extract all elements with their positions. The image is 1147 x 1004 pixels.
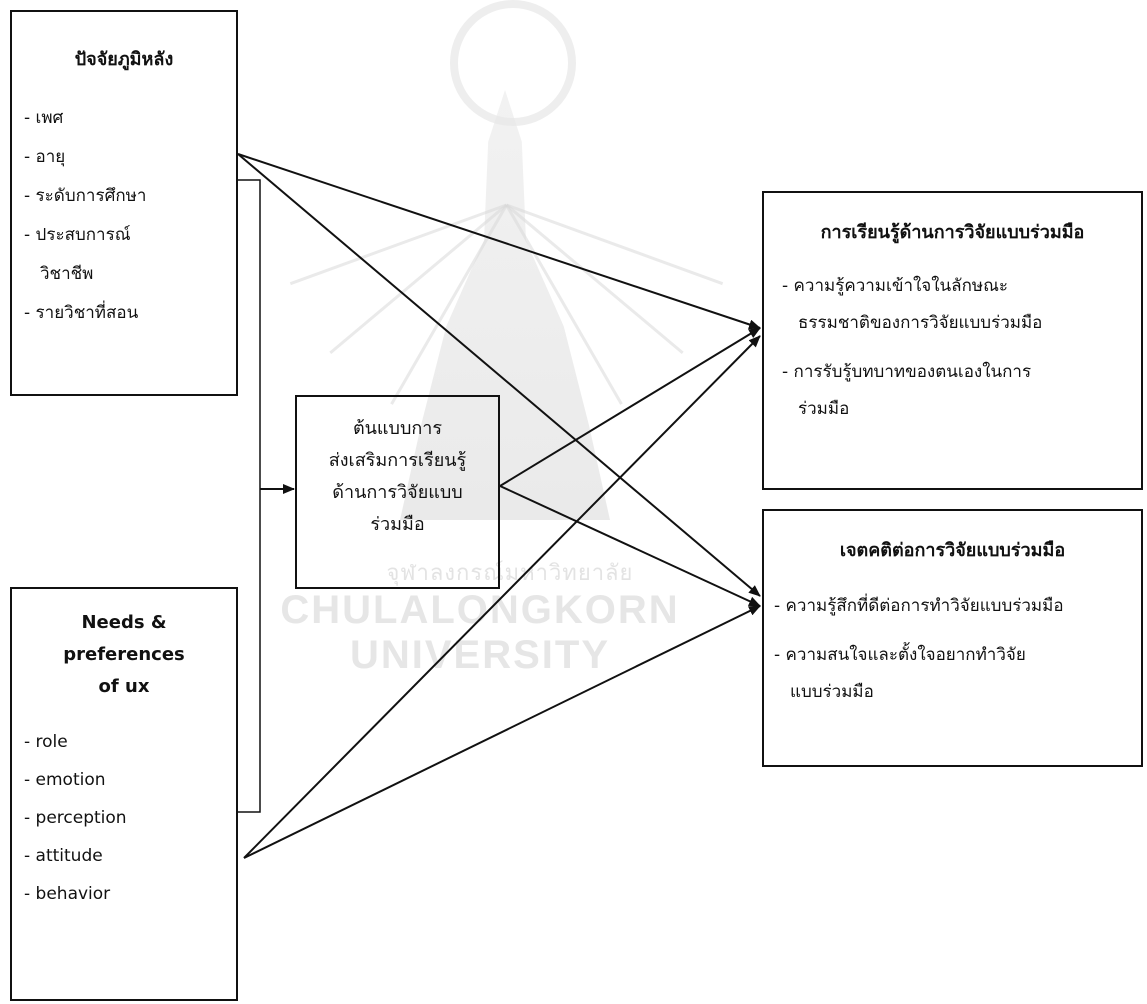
- collaborative-research-attitude-box: เจตคติต่อการวิจัยแบบร่วมมือ - ความรู้สึก…: [762, 509, 1143, 767]
- list-item-text: - ความสนใจและตั้งใจอยากทำวิจัย: [774, 645, 1026, 665]
- list-item: - เพศ: [24, 108, 64, 128]
- learning-model-box: ต้นแบบการ ส่งเสริมการเรียนรู้ ด้านการวิจ…: [295, 395, 500, 589]
- collaborative-research-learning-box: การเรียนรู้ด้านการวิจัยแบบร่วมมือ - ความ…: [762, 191, 1143, 490]
- model-text-line: ร่วมมือ: [370, 514, 425, 535]
- needs-preferences-title: Needs & preferences of ux: [24, 607, 236, 703]
- list-item: - role: [24, 732, 68, 752]
- list-item-continuation: ร่วมมือ: [798, 399, 850, 419]
- model-text-line: ส่งเสริมการเรียนรู้: [328, 450, 467, 471]
- background-factors-title: ปัจจัยภูมิหลัง: [74, 49, 174, 70]
- needs-title-line: Needs &: [81, 612, 167, 633]
- model-text-line: ต้นแบบการ: [352, 418, 443, 439]
- list-item-text: - ความรู้ความเข้าใจในลักษณะ: [782, 276, 1008, 296]
- list-item: - การรับรู้บทบาทของตนเองในการ ร่วมมือ: [782, 354, 1123, 428]
- arrow-needs-to-attitude: [243, 605, 761, 859]
- learning-list: - ความรู้ความเข้าใจในลักษณะ ธรรมชาติของก…: [782, 268, 1123, 428]
- arrow-background-to-attitude: [237, 153, 761, 597]
- list-item: - รายวิชาที่สอน: [24, 303, 139, 323]
- list-item-continuation: วิชาชีพ: [40, 264, 94, 284]
- list-item-continuation: ธรรมชาติของการวิจัยแบบร่วมมือ: [798, 313, 1043, 333]
- model-text-line: ด้านการวิจัยแบบ: [332, 482, 463, 503]
- needs-preferences-list: - role - emotion - perception - attitude…: [24, 723, 236, 913]
- list-item: - attitude: [24, 846, 103, 866]
- needs-title-line: preferences: [63, 644, 185, 665]
- arrow-model-to-learning: [499, 327, 761, 487]
- attitude-title: เจตคติต่อการวิจัยแบบร่วมมือ: [839, 540, 1066, 561]
- list-item: - ความรู้ความเข้าใจในลักษณะ ธรรมชาติของก…: [782, 268, 1123, 342]
- list-item: - ความสนใจและตั้งใจอยากทำวิจัย แบบร่วมมื…: [774, 637, 1131, 711]
- bracket-connector: [238, 179, 261, 813]
- learning-title: การเรียนรู้ด้านการวิจัยแบบร่วมมือ: [820, 222, 1085, 243]
- list-item: - perception: [24, 808, 127, 828]
- needs-title-line: of ux: [98, 676, 150, 697]
- arrow-needs-to-learning: [243, 335, 761, 859]
- list-item-continuation: แบบร่วมมือ: [790, 682, 874, 702]
- background-factors-box: ปัจจัยภูมิหลัง - เพศ - อายุ - ระดับการศึ…: [10, 10, 238, 396]
- attitude-list: - ความรู้สึกที่ดีต่อการทำวิจัยแบบร่วมมือ…: [774, 588, 1131, 711]
- list-item-text: - ความรู้สึกที่ดีต่อการทำวิจัยแบบร่วมมือ: [774, 596, 1064, 616]
- needs-preferences-box: Needs & preferences of ux - role - emoti…: [10, 587, 238, 1001]
- arrow-background-to-learning: [237, 153, 761, 330]
- list-item: - อายุ: [24, 147, 66, 167]
- list-item: - emotion: [24, 770, 106, 790]
- arrow-model-to-attitude: [499, 485, 761, 607]
- list-item-text: - การรับรู้บทบาทของตนเองในการ: [782, 362, 1032, 382]
- watermark-latin-text: CHULALONGKORN UNIVERSITY: [280, 588, 680, 677]
- watermark-thai-text: จุฬาลงกรณ์มหาวิทยาลัย: [386, 561, 634, 586]
- list-item: - ระดับการศึกษา: [24, 186, 147, 206]
- background-factors-list: - เพศ - อายุ - ระดับการศึกษา - ประสบการณ…: [24, 99, 236, 333]
- list-item: - ประสบการณ์: [24, 225, 131, 245]
- list-item: - ความรู้สึกที่ดีต่อการทำวิจัยแบบร่วมมือ: [774, 588, 1131, 625]
- list-item: - behavior: [24, 884, 111, 904]
